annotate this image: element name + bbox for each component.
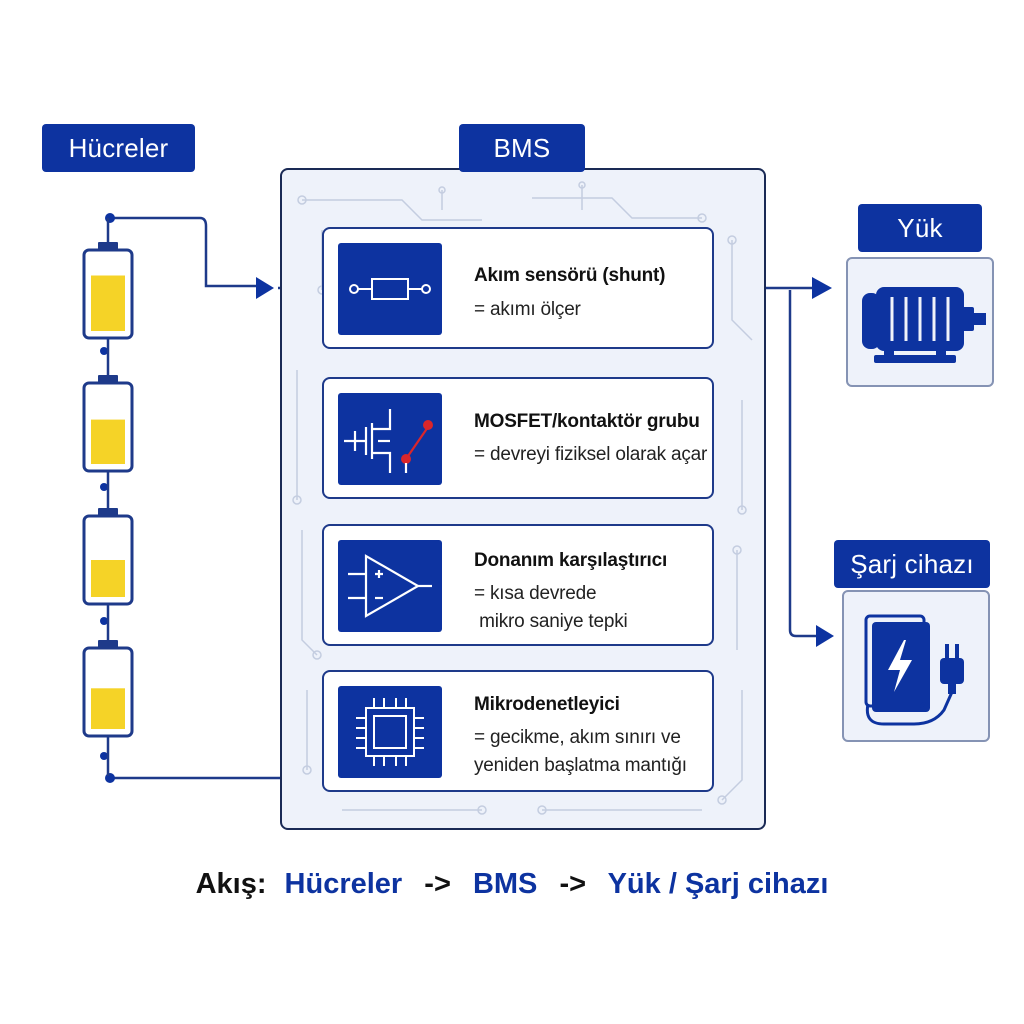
current-sensor-card: Akım sensörü (shunt) = akımı ölçer: [322, 227, 714, 349]
load-box: [846, 257, 994, 387]
battery-cell: [82, 375, 134, 473]
battery-fill: [91, 275, 125, 331]
card-description: = akımı ölçer: [474, 299, 581, 320]
card-description: = gecikme, akım sınırı ve yeniden başlat…: [474, 727, 687, 776]
flow-prefix: Akış:: [195, 868, 267, 900]
flow-step-outputs: Yük / Şarj cihazı: [607, 868, 829, 900]
flow-arrow: ->: [424, 868, 451, 900]
cells-label: Hücreler: [42, 124, 195, 172]
charger-box: [842, 590, 990, 742]
card-title: Donanım karşılaştırıcı: [474, 550, 668, 571]
mosfet-switch-icon: [338, 393, 442, 485]
card-description: = kısa devrede mikro saniye tepki: [474, 583, 628, 632]
flow-summary: Akış: Hücreler -> BMS -> Yük / Şarj ciha…: [0, 868, 1024, 901]
flow-step-cells: Hücreler: [284, 868, 403, 900]
battery-cells: [82, 218, 134, 776]
electric-motor-icon: [862, 287, 986, 363]
flow-arrow: ->: [559, 868, 587, 900]
bms-label: BMS: [459, 124, 585, 172]
load-label: Yük: [858, 204, 982, 252]
comparator-icon: [338, 540, 442, 632]
battery-cell: [82, 508, 134, 606]
circuit-traces: [292, 181, 753, 815]
microcontroller-card: Mikrodenetleyici = gecikme, akım sınırı …: [322, 670, 714, 792]
charger-bolt-plug-icon: [864, 614, 964, 726]
battery-cell: [82, 242, 134, 340]
shunt-resistor-icon: [338, 243, 442, 335]
hardware-comparator-card: Donanım karşılaştırıcı = kısa devrede mi…: [322, 524, 714, 646]
card-title: Akım sensörü (shunt): [474, 265, 666, 286]
card-description: = devreyi fiziksel olarak açar: [474, 444, 708, 465]
charger-label: Şarj cihazı: [834, 540, 990, 588]
battery-cell: [82, 640, 134, 738]
flow-step-bms: BMS: [472, 868, 538, 900]
card-title: MOSFET/kontaktör grubu: [474, 411, 700, 432]
microcontroller-icon: [338, 686, 442, 778]
battery-fill: [91, 688, 125, 729]
mosfet-contactor-card: MOSFET/kontaktör grubu = devreyi fizikse…: [322, 377, 714, 499]
battery-fill: [91, 419, 125, 464]
card-title: Mikrodenetleyici: [474, 694, 620, 715]
battery-fill: [91, 560, 125, 597]
